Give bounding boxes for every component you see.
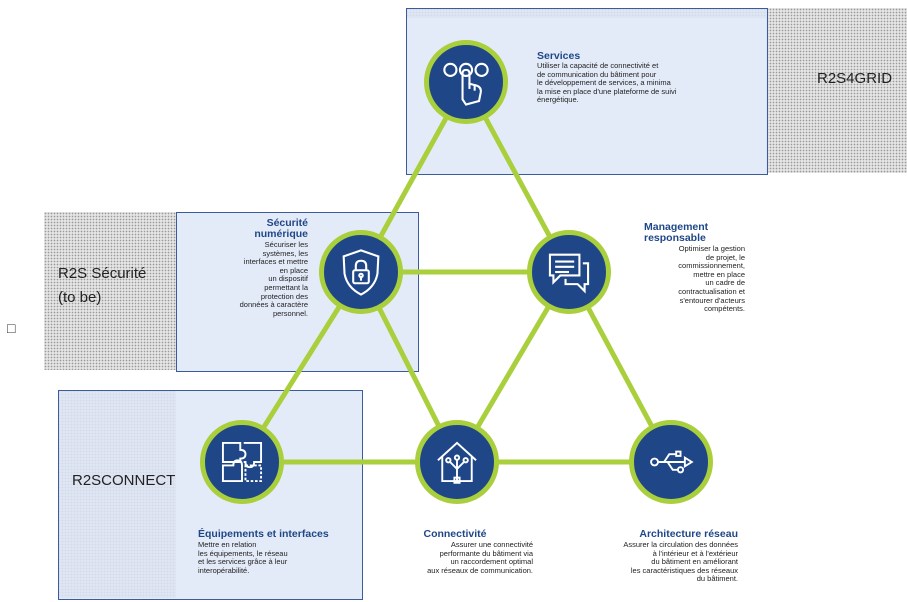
connectivite-node [415,420,499,504]
securite-title-line: Sécurité [266,217,308,229]
equipements-desc-line: et les services grâce à leur [198,557,288,567]
management-title: Management responsable [644,222,708,244]
connectivite-description: Assurer une connectivité performante du … [385,540,533,575]
usb-icon [650,450,694,474]
architecture-desc-line: du bâtiment. [696,574,738,584]
connectivite-desc-line: un raccordement optimal [450,557,533,567]
management-desc-line: compétents. [704,304,745,314]
securite-desc-line: personnel. [272,308,308,318]
equipements-desc-line: les équipements, le réseau [198,548,288,558]
services-description: Utiliser la capacité de connectivité et … [537,61,737,105]
architecture-desc-line: Assurer la circulation des données [623,540,738,549]
checkbox-icon: □ [7,320,16,336]
r2sconnect-box [58,390,363,600]
management-description: Optimiser la gestion de projet, le commi… [641,244,745,314]
connectivite-title: Connectivité [423,528,487,540]
services-desc-line: Utiliser la capacité de connectivité et [537,61,659,70]
house-network-icon [437,441,477,484]
equipements-desc-line: Mettre en relation [198,540,257,549]
management-desc-line: s'entourer d'acteurs [679,295,745,305]
securite-desc-line: données à caractère [239,300,308,310]
securite-title: Sécurité numérique [212,218,308,240]
architecture-node [629,420,713,504]
r2sconnect-label: R2SCONNECT [72,472,176,489]
dotted-panel-left-middle [44,212,184,370]
management-desc-line: un cadre de [705,278,745,288]
hand-touch-icon [443,62,489,106]
services-title: Services [537,50,581,62]
securite-title-line: numérique [254,228,308,240]
chat-bubbles-icon [548,253,590,294]
services-desc-line: la mise en place d'une plateforme de sui… [537,86,677,96]
connectivite-desc-line: Assurer une connectivité [450,540,533,549]
architecture-desc-line: les caractéristiques des réseaux [630,565,738,575]
securite-desc-line: Sécuriser les [264,240,308,249]
securite-desc-line: systèmes, les [262,248,308,258]
securite-description: Sécuriser les systèmes, les interfaces e… [212,240,308,318]
securite-desc-line: un dispositif [268,274,308,284]
equipements-description: Mettre en relation les équipements, le r… [198,540,348,575]
securite-desc-line: interfaces et mettre [243,257,308,267]
r2s4grid-label: R2S4GRID [817,70,893,87]
management-title-line: responsable [644,232,706,244]
services-desc-line: le développement de services, a minima [537,78,671,88]
management-desc-line: Optimiser la gestion [678,244,745,253]
securite-desc-line: permettant la [264,282,308,292]
r2s-securite-label-line: R2S Sécurité [58,265,147,282]
management-desc-line: commissionnement, [678,261,745,271]
securite-node [319,230,403,314]
management-node [527,230,611,314]
management-desc-line: contractualisation et [678,286,745,296]
securite-desc-line: en place [279,265,308,275]
management-desc-line: mettre en place [693,269,745,279]
securite-desc-line: protection des [260,291,308,301]
equipements-node [200,420,284,504]
services-desc-line: énergétique. [537,95,579,105]
puzzle-icon [221,441,263,483]
architecture-desc-line: à l'intérieur et à l'extérieur [652,548,738,558]
equipements-title: Équipements et interfaces [198,528,329,540]
management-desc-line: de projet, le [705,252,745,262]
architecture-title: Architecture réseau [639,528,738,540]
r2s-securite-label: R2S Sécurité (to be) [58,262,146,310]
shield-lock-icon [342,249,380,296]
connectivite-desc-line: performante du bâtiment via [439,548,533,558]
management-title-line: Management [644,221,709,233]
services-node [424,40,508,124]
services-desc-line: de communication du bâtiment pour [537,69,657,79]
architecture-desc-line: du bâtiment en améliorant [651,557,738,567]
architecture-description: Assurer la circulation des données à l'i… [578,540,738,584]
equipements-desc-line: interopérabilité. [198,565,250,575]
r2s-securite-label-line: (to be) [58,289,102,306]
connectivite-desc-line: aux réseaux de communication. [427,565,533,575]
